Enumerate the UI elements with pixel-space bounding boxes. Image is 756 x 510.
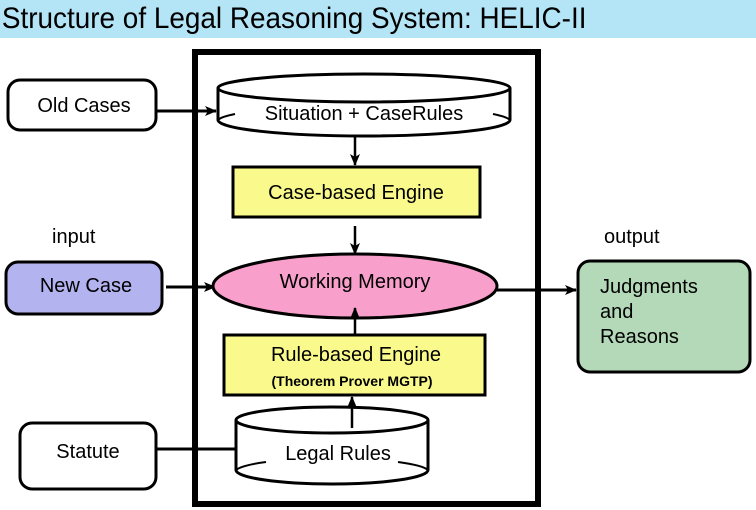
legal-rules-label: Legal Rules <box>285 443 391 465</box>
rule-engine-box: Rule-based Engine (Theorem Prover MGTP) <box>222 333 487 397</box>
output-label: output <box>604 226 660 248</box>
legal-rules-cylinder: Legal Rules <box>234 405 430 486</box>
output-label-line1: Judgments <box>600 276 698 298</box>
statute-box: Statute <box>18 421 158 491</box>
new-case-box: New Case <box>4 260 164 316</box>
output-label-line2: and <box>600 301 633 323</box>
working-memory-label: Working Memory <box>280 271 431 293</box>
case-engine-label: Case-based Engine <box>268 182 444 204</box>
input-label: input <box>52 226 96 248</box>
old-cases-label: Old Cases <box>37 95 130 117</box>
output-box: Judgments and Reasons <box>576 259 752 374</box>
diagram-title-text: Structure of Legal Reasoning System: HEL… <box>1 2 587 35</box>
rule-engine-sublabel: (Theorem Prover MGTP) <box>271 373 432 389</box>
statute-label: Statute <box>56 441 119 463</box>
rule-engine-label: Rule-based Engine <box>271 344 441 366</box>
output-label-line3: Reasons <box>600 326 679 348</box>
case-db-label: Situation + CaseRules <box>265 103 463 125</box>
new-case-label: New Case <box>40 275 132 297</box>
diagram-title: Structure of Legal Reasoning System: HEL… <box>0 0 756 38</box>
case-engine-box: Case-based Engine <box>231 165 482 219</box>
case-db-cylinder: Situation + CaseRules <box>216 72 512 138</box>
system-boundary <box>192 49 541 507</box>
old-cases-box: Old Cases <box>6 78 158 132</box>
